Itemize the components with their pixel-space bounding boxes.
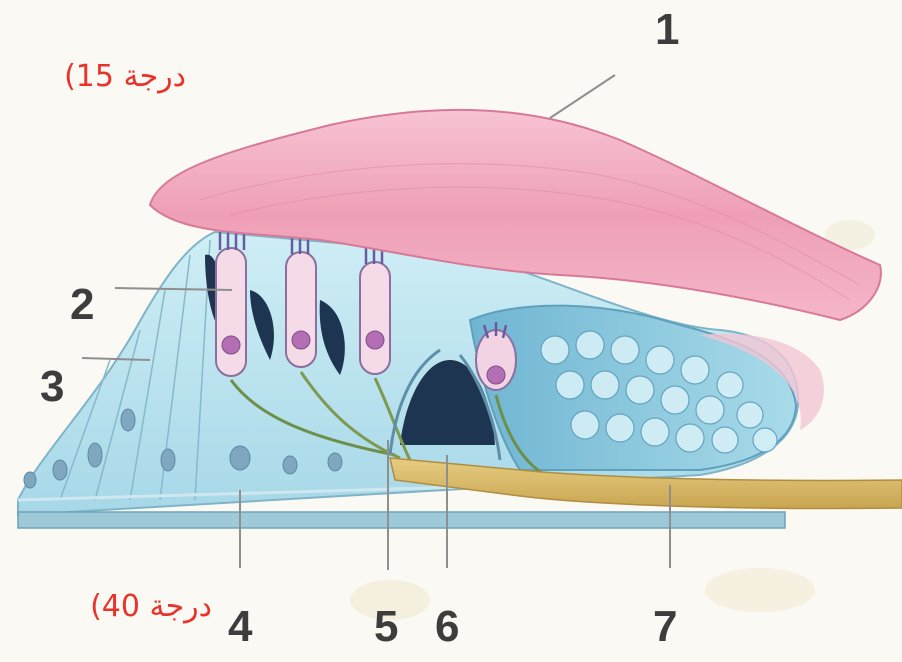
label-7: 7 [653, 605, 677, 649]
leader-line-1 [550, 75, 615, 118]
label-5: 5 [374, 605, 398, 649]
label-6: 6 [435, 605, 459, 649]
label-3: 3 [40, 365, 64, 409]
label-1: 1 [655, 8, 679, 52]
label-4: 4 [228, 605, 252, 649]
annotation-top: (15 درجة [64, 62, 186, 92]
annotation-bottom: (40 درجة [90, 592, 212, 622]
label-2: 2 [70, 283, 94, 327]
